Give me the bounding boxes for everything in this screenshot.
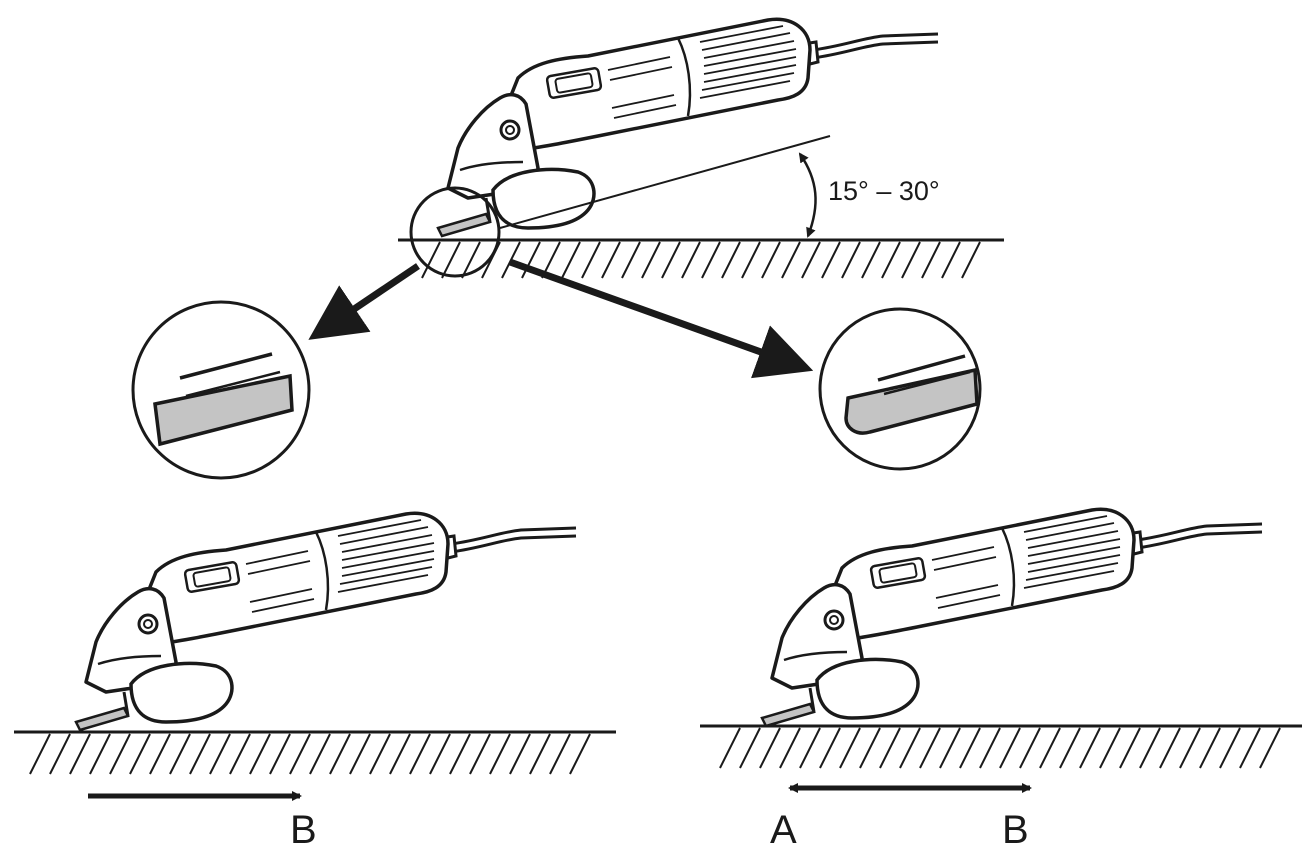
hatch-line (641, 241, 661, 279)
hatch-line (939, 727, 961, 769)
angle-arc-icon (798, 152, 817, 238)
hatch-line (941, 241, 961, 279)
hatch-line (529, 733, 551, 775)
hatch-line (741, 241, 761, 279)
hatch-line (1079, 727, 1101, 769)
hatch-line (919, 727, 941, 769)
hatch-line (801, 241, 821, 279)
hatch-line (109, 733, 131, 775)
top-ground-hatch (421, 241, 981, 279)
hatch-line (841, 241, 861, 279)
hatch-line (1159, 727, 1181, 769)
hatch-line (901, 241, 921, 279)
hatch-line (209, 733, 231, 775)
hatch-line (569, 733, 591, 775)
hatch-line (289, 733, 311, 775)
hatch-line (1019, 727, 1041, 769)
hatch-line (799, 727, 821, 769)
hatch-line (759, 727, 781, 769)
direction-label-a: A (770, 808, 797, 852)
hatch-line (309, 733, 331, 775)
hatch-line (449, 733, 471, 775)
hatch-line (249, 733, 271, 775)
magnifier-circle (409, 186, 501, 278)
hatch-line (409, 733, 431, 775)
hatch-line (149, 733, 171, 775)
hatch-line (1219, 727, 1241, 769)
hatch-line (461, 241, 481, 279)
hatch-line (1119, 727, 1141, 769)
hatch-line (701, 241, 721, 279)
hatch-line (1199, 727, 1221, 769)
hatch-line (719, 727, 741, 769)
hatch-line (129, 733, 151, 775)
hatch-line (349, 733, 371, 775)
bottom-left-grinder (74, 511, 578, 732)
hatch-line (169, 733, 191, 775)
hatch-line (29, 733, 51, 775)
hatch-line (881, 241, 901, 279)
hatch-line (779, 727, 801, 769)
hatch-line (581, 241, 601, 279)
arrow-to-rounded-detail (508, 258, 814, 379)
hatch-line (839, 727, 861, 769)
bottom-right-ground-hatch (719, 727, 1281, 769)
hatch-line (761, 241, 781, 279)
hatch-line (961, 241, 981, 279)
hatch-line (489, 733, 511, 775)
hatch-line (1059, 727, 1081, 769)
hatch-line (521, 241, 541, 279)
hatch-line (1139, 727, 1161, 769)
hatch-line (329, 733, 351, 775)
hatch-line (549, 733, 571, 775)
detail-flat-edge (131, 300, 311, 480)
hatch-line (69, 733, 91, 775)
angle-range-label: 15° – 30° (828, 176, 940, 206)
hatch-line (821, 241, 841, 279)
hatch-line (721, 241, 741, 279)
hatch-line (429, 733, 451, 775)
hatch-line (921, 241, 941, 279)
hatch-line (859, 727, 881, 769)
hatch-line (999, 727, 1021, 769)
hatch-line (681, 241, 701, 279)
hatch-line (861, 241, 881, 279)
hatch-line (621, 241, 641, 279)
hatch-line (1239, 727, 1261, 769)
hatch-line (389, 733, 411, 775)
hatch-line (899, 727, 921, 769)
hatch-line (189, 733, 211, 775)
hatch-line (49, 733, 71, 775)
hatch-line (421, 241, 441, 279)
hatch-line (1259, 727, 1281, 769)
hatch-line (561, 241, 581, 279)
bottom-right-grinder (760, 507, 1264, 728)
hatch-line (269, 733, 291, 775)
detail-rounded-edge (818, 307, 982, 471)
hatch-line (819, 727, 841, 769)
hatch-line (369, 733, 391, 775)
hatch-line (89, 733, 111, 775)
hatch-line (661, 241, 681, 279)
hatch-line (739, 727, 761, 769)
hatch-line (781, 241, 801, 279)
hatch-line (1099, 727, 1121, 769)
angle-reference-line (499, 135, 831, 229)
hatch-line (879, 727, 901, 769)
direction-label-b-left: B (290, 808, 317, 852)
hatch-line (509, 733, 531, 775)
hatch-line (601, 241, 621, 279)
direction-label-b-right: B (1002, 808, 1029, 852)
hatch-line (979, 727, 1001, 769)
bottom-left-ground-hatch (29, 733, 591, 775)
arrow-to-flat-detail (308, 263, 420, 340)
hatch-line (441, 241, 461, 279)
hatch-line (469, 733, 491, 775)
hatch-line (229, 733, 251, 775)
hatch-line (1039, 727, 1061, 769)
hatch-line (959, 727, 981, 769)
hatch-line (1179, 727, 1201, 769)
